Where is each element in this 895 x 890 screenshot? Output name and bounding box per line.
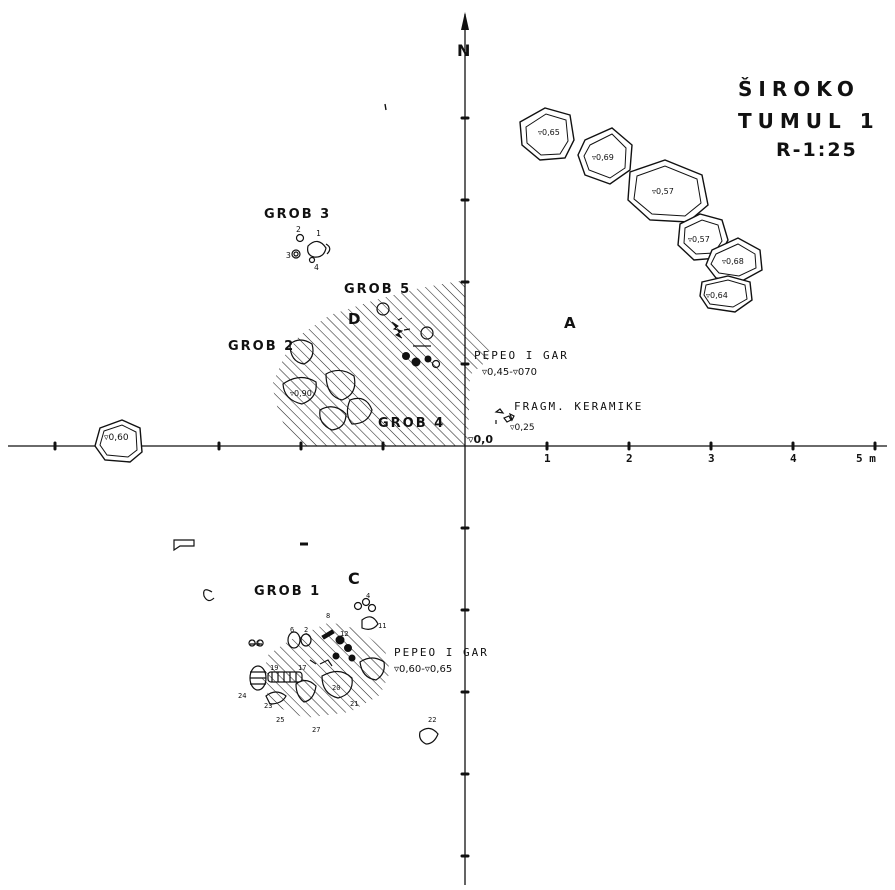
stone-1-level: ▿0,65 <box>538 128 560 137</box>
section-c-label: C <box>348 569 362 588</box>
stone-5: ▿0,68 <box>705 237 763 283</box>
tick-label-2: 2 <box>626 452 633 465</box>
scale-label: R-1:25 <box>776 139 858 161</box>
stone-2-level: ▿0,69 <box>592 153 614 162</box>
grob1-finds: 4 11 8 6 2 5 12 19 17 24 23 25 27 20 21 … <box>238 592 439 745</box>
grob3-num-1: 1 <box>316 229 321 238</box>
grob1-num-22: 22 <box>428 716 436 724</box>
grob3-num-4: 4 <box>314 263 319 272</box>
north-arrow-head <box>461 12 469 30</box>
grob1-num-25: 25 <box>276 716 284 724</box>
grob1-num-4: 4 <box>366 592 370 600</box>
ash-upper-levels: ▿0,45-▿070 <box>482 367 537 378</box>
ash-lower-title: PEPEO I GAR <box>394 646 489 659</box>
grob1-num-21: 21 <box>350 700 358 708</box>
pottery-level: ▿0,25 <box>510 423 535 433</box>
grob2-finds: ▿0,90 <box>282 339 373 431</box>
stone-6: ▿0,64 <box>699 275 753 313</box>
grob3-num-2: 2 <box>296 225 301 234</box>
stone-6-level: ▿0,64 <box>706 291 728 300</box>
grob1-num-8: 8 <box>326 612 330 620</box>
small-find-glyph <box>203 589 215 602</box>
stone-3: ▿0,57 <box>627 159 709 223</box>
grob3-label: GROB 3 <box>264 207 331 222</box>
stone-2: ▿0,69 <box>577 127 633 185</box>
pottery-title: FRAGM. KERAMIKE <box>514 400 643 413</box>
section-d-label: D <box>348 310 362 328</box>
pottery-fragments <box>494 408 515 424</box>
grob5-finds <box>376 302 441 369</box>
tick-label-1: 1 <box>544 452 551 465</box>
grob1-num-11: 11 <box>378 622 386 630</box>
stone-7-level: ▿0,60 <box>104 433 129 443</box>
tumulus-title: TUMUL 1 <box>738 109 880 133</box>
stone-5-level: ▿0,68 <box>722 257 744 266</box>
bone-find <box>173 539 195 552</box>
grob1-num-24: 24 <box>238 692 246 700</box>
grob1-num-17: 17 <box>298 664 306 672</box>
stone-1: ▿0,65 <box>519 107 575 161</box>
mark-stroke <box>384 103 387 111</box>
grob1-num-20: 20 <box>332 684 340 692</box>
grob1-num-2: 2 <box>304 626 308 634</box>
grob1-label: GROB 1 <box>254 584 321 599</box>
stone-3-level: ▿0,57 <box>652 187 674 196</box>
stone-7: ▿0,60 <box>94 419 143 463</box>
origin-label: ▿0,0 <box>468 433 493 446</box>
stone-4-level: ▿0,57 <box>688 235 710 244</box>
ash-upper-title: PEPEO I GAR <box>474 349 569 362</box>
section-a-label: A <box>564 314 578 332</box>
tick-label-5: 5 m <box>856 452 876 465</box>
site-title: ŠIROKO <box>738 77 860 101</box>
tick-label-4: 4 <box>790 452 797 465</box>
grob1-num-23: 23 <box>264 702 272 710</box>
grob4-label: GROB 4 <box>378 416 445 431</box>
ash-layer-lower <box>262 622 390 718</box>
grob1-num-27: 27 <box>312 726 320 734</box>
grob2-label: GROB 2 <box>228 339 295 354</box>
grob1-num-6: 6 <box>290 626 294 634</box>
grob1-num-12: 12 <box>340 630 348 638</box>
north-label: N <box>457 41 472 60</box>
ash-layer-upper <box>272 280 490 446</box>
tick-label-3: 3 <box>708 452 715 465</box>
grob1-num-5: 5 <box>256 640 260 648</box>
grob3-finds: 2 1 3 4 <box>286 225 331 272</box>
grob3-num-3: 3 <box>286 251 291 260</box>
ash-lower-levels: ▿0,60-▿0,65 <box>394 664 452 675</box>
stone-8-level: ▿0,90 <box>290 389 312 398</box>
grob1-num-19: 19 <box>270 664 278 672</box>
grob5-label: GROB 5 <box>344 282 411 297</box>
